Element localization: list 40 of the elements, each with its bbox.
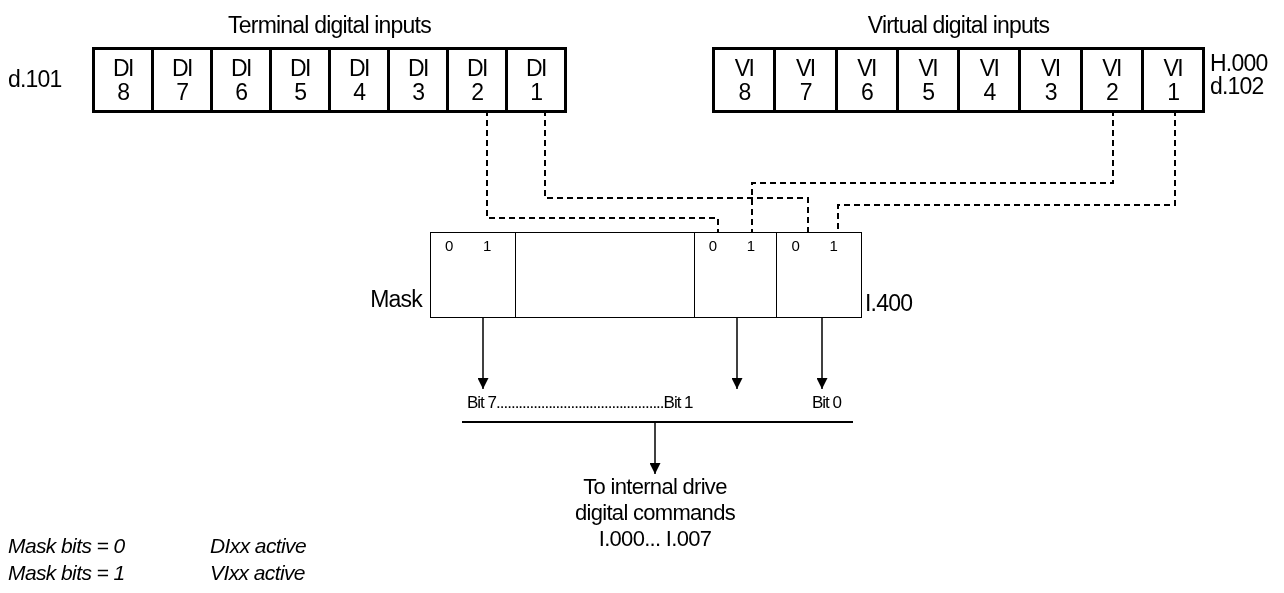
input-name: DI 7: [172, 56, 192, 104]
arrow: [477, 316, 489, 390]
parameter-code: d.101: [8, 68, 62, 91]
register-label: Mask: [370, 286, 422, 313]
bit-value: 0: [445, 237, 454, 254]
input-name: VI 1: [1163, 56, 1183, 104]
legend-note: Mask bits = 1: [8, 561, 125, 585]
register-title: Virtual digital inputs: [866, 12, 1051, 39]
bit-value: 1: [483, 237, 492, 254]
legend-note: DIxx active: [210, 534, 307, 558]
output-label: I.000... I.007: [598, 526, 712, 552]
legend-note: VIxx active: [210, 561, 305, 585]
parameter-code: I.400: [865, 290, 913, 317]
input-name: VI 7: [796, 56, 815, 104]
input-name: DI 1: [526, 56, 546, 104]
input-name: VI 2: [1102, 56, 1121, 104]
input-name: VI 5: [918, 56, 938, 104]
input-name: VI 6: [857, 56, 876, 104]
parameter-code: H.000 d.102: [1210, 52, 1268, 98]
input-name: DI 3: [408, 56, 428, 104]
input-name: DI 5: [290, 56, 310, 104]
arrow: [649, 422, 661, 475]
bit-value: 0: [708, 237, 718, 254]
input-name: DI 2: [467, 56, 487, 104]
input-name: DI 8: [113, 56, 133, 104]
input-name: DI 4: [349, 56, 369, 104]
register-title: Terminal digital inputs: [227, 12, 432, 39]
output-label: To internal drive digital commands: [574, 474, 736, 526]
input-name: DI 6: [231, 56, 251, 104]
input-name: VI 8: [734, 56, 754, 104]
input-name: VI 3: [1041, 56, 1060, 104]
bit-label: Bit 7.............................................Bit 1: [467, 393, 693, 413]
bit-label: Bit 0: [811, 393, 841, 413]
bit-value: 1: [746, 237, 756, 254]
input-name: VI 4: [979, 56, 999, 104]
bit-value: 1: [829, 237, 838, 254]
bit-value: 0: [791, 237, 800, 254]
arrow: [731, 316, 743, 390]
legend-note: Mask bits = 0: [8, 534, 125, 558]
arrow: [816, 316, 828, 390]
